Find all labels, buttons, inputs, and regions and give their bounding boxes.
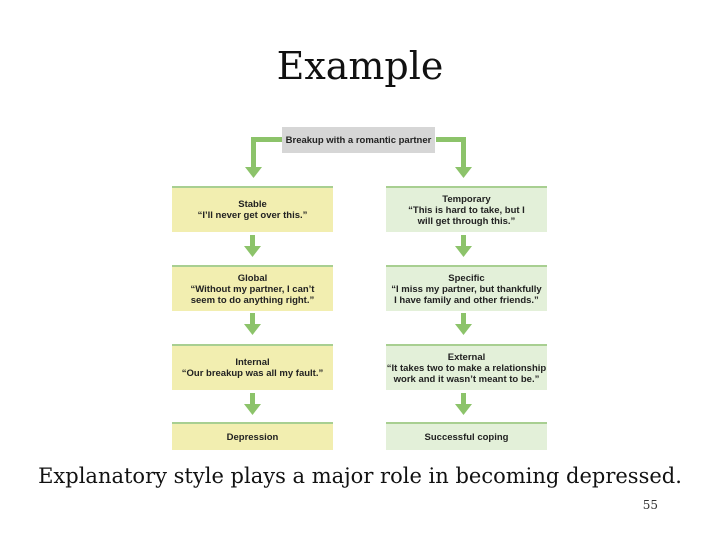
node-global: Global “Without my partner, I can’t seem… (172, 265, 333, 311)
node-stable: Stable “I’ll never get over this.” (172, 186, 333, 232)
node-successful-coping-heading: Successful coping (424, 431, 509, 443)
node-stable-body: “I’ll never get over this.” (197, 210, 308, 221)
page-number: 55 (642, 498, 658, 512)
arrow-right-3 (455, 393, 472, 415)
node-specific-heading: Specific (448, 272, 485, 284)
node-global-body: “Without my partner, I can’t seem to do … (190, 283, 315, 306)
node-temporary-body: “This is hard to take, but I will get th… (408, 204, 525, 227)
node-external-heading: External (447, 351, 486, 363)
node-specific: Specific “I miss my partner, but thankfu… (386, 265, 547, 311)
node-internal-heading: Internal (235, 357, 270, 368)
node-depression-heading: Depression (226, 431, 279, 443)
arrow-left-2 (244, 313, 261, 335)
node-global-heading: Global (237, 272, 268, 284)
node-internal-body: “Our breakup was all my fault.” (181, 368, 324, 379)
node-breakup: Breakup with a romantic partner (282, 127, 435, 153)
arrow-right-2 (455, 313, 472, 335)
node-specific-body: “I miss my partner, but thankfully I hav… (391, 283, 542, 306)
arrow-to-temporary (436, 137, 472, 178)
arrow-to-stable (245, 137, 283, 178)
node-successful-coping: Successful coping (386, 422, 547, 450)
node-stable-heading: Stable (238, 199, 267, 210)
arrow-left-1 (244, 235, 261, 257)
node-depression: Depression (172, 422, 333, 450)
node-internal: Internal “Our breakup was all my fault.” (172, 344, 333, 390)
node-temporary: Temporary “This is hard to take, but I w… (386, 186, 547, 232)
arrow-right-1 (455, 235, 472, 257)
arrow-left-3 (244, 393, 261, 415)
node-temporary-heading: Temporary (442, 193, 491, 205)
node-external-body: “It takes two to make a relationship wor… (386, 362, 547, 385)
slide-caption: Explanatory style plays a major role in … (38, 464, 682, 488)
slide-title: Example (276, 44, 444, 88)
node-external: External “It takes two to make a relatio… (386, 344, 547, 390)
